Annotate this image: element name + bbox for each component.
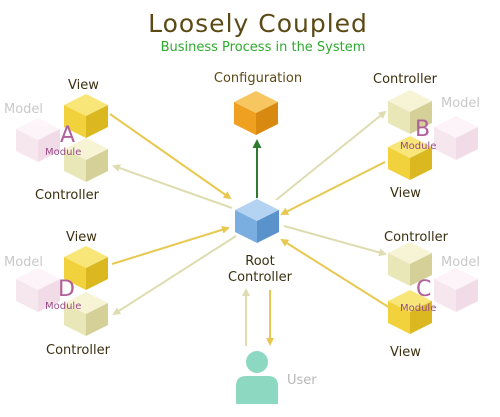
arrows — [109, 110, 391, 346]
controller-cube-b — [388, 90, 432, 134]
controller-cube-d — [64, 292, 108, 336]
arrow-view-a-to-root — [109, 113, 232, 200]
user-node: User — [236, 351, 317, 404]
view-label-b: View — [390, 186, 421, 201]
module-letter-a: A — [60, 123, 75, 148]
module-label-b: Module — [400, 141, 436, 152]
configuration-label: Configuration — [214, 71, 302, 86]
model-label-d: Model — [4, 255, 43, 270]
arrow-view-c-to-root — [280, 238, 391, 309]
diagram-title: Loosely Coupled — [148, 9, 368, 38]
user-icon — [236, 351, 278, 404]
root-label-line1: Root — [245, 254, 274, 269]
controller-cube-c — [388, 242, 432, 286]
view-cube-c — [388, 290, 432, 334]
model-label-a: Model — [4, 102, 43, 117]
view-label-a: View — [68, 78, 99, 93]
root-label-line2: Controller — [228, 270, 293, 285]
arrow-view-d-to-root — [111, 225, 230, 265]
controller-cube-a — [64, 138, 108, 182]
root-controller-node: Root Controller — [228, 199, 293, 285]
module-label-a: Module — [45, 147, 81, 158]
controller-label-b: Controller — [373, 72, 438, 87]
view-cube-d — [64, 246, 108, 290]
module-label-c: Module — [400, 303, 436, 314]
model-cube-c — [434, 268, 478, 312]
module-letter-b: B — [415, 117, 430, 142]
user-label: User — [287, 373, 317, 388]
module-letter-d: D — [58, 277, 75, 302]
controller-label-d: Controller — [46, 343, 111, 358]
module-d: View Model D Module Controller — [4, 230, 111, 358]
arrow-root-to-controller-d — [112, 235, 237, 316]
model-label-b: Model — [441, 96, 480, 111]
view-cube-a — [64, 94, 108, 138]
arrow-root-to-controller-b — [275, 110, 387, 201]
module-letter-c: C — [416, 277, 431, 302]
arrow-root-to-controller-c — [283, 225, 387, 257]
arrow-root-to-controller-a — [112, 164, 233, 209]
model-cube-d — [16, 268, 60, 312]
controller-label-a: Controller — [35, 188, 100, 203]
controller-label-c: Controller — [384, 230, 449, 245]
model-label-c: Model — [441, 255, 480, 270]
module-c: Controller Model C Module View — [384, 230, 480, 360]
diagram-subtitle: Business Process in the System — [161, 40, 366, 55]
configuration-cube — [234, 91, 278, 135]
model-cube-b — [434, 116, 478, 160]
configuration-node: Configuration — [214, 71, 302, 135]
root-controller-cube — [235, 199, 279, 243]
view-label-d: View — [66, 230, 97, 245]
module-b: Controller Model B Module View — [373, 72, 480, 201]
arrow-view-b-to-root — [280, 161, 386, 215]
module-a: Model View A Module Controller — [4, 78, 108, 203]
module-label-d: Module — [45, 301, 81, 312]
model-cube-a — [16, 118, 60, 162]
view-cube-b — [388, 136, 432, 180]
view-label-c: View — [390, 345, 421, 360]
